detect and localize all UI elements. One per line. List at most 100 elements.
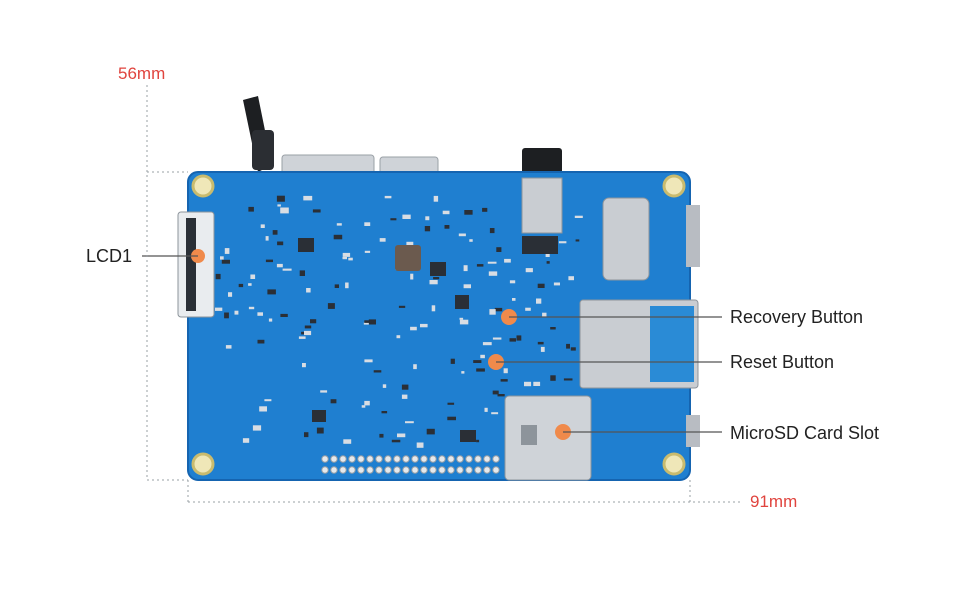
microsd-card-slot-label: MicroSD Card Slot bbox=[730, 423, 880, 443]
pcb-component bbox=[496, 247, 502, 252]
pcb-component bbox=[410, 273, 414, 280]
gpio-pin bbox=[357, 455, 365, 463]
pcb-component bbox=[363, 322, 369, 325]
chip bbox=[298, 238, 314, 252]
pcb-component bbox=[320, 390, 328, 393]
pcb-component bbox=[265, 259, 273, 263]
usb-cable-sleeve bbox=[252, 130, 274, 170]
chip bbox=[312, 410, 326, 422]
gpio-pin bbox=[420, 455, 428, 463]
gpio-pin bbox=[447, 455, 455, 463]
gpio-pin bbox=[420, 466, 428, 474]
pcb-component bbox=[537, 283, 545, 288]
pcb-component bbox=[343, 439, 352, 444]
pcb-component bbox=[516, 335, 522, 341]
pcb-component bbox=[487, 261, 497, 264]
side-button bbox=[686, 415, 700, 447]
pcb-component bbox=[267, 289, 276, 295]
mounting-hole-top-left bbox=[191, 174, 215, 198]
pcb-component bbox=[364, 320, 372, 323]
pcb-component bbox=[476, 439, 480, 443]
pcb-component bbox=[401, 384, 409, 390]
pcb-component bbox=[542, 312, 547, 318]
pcb-component bbox=[364, 222, 371, 226]
pcb-component bbox=[276, 263, 283, 268]
pcb-component bbox=[433, 195, 439, 202]
gpio-pin bbox=[438, 466, 446, 474]
gpio-pin bbox=[321, 455, 329, 463]
pcb-component bbox=[574, 215, 583, 218]
pcb-component bbox=[492, 337, 502, 340]
gpio-pin bbox=[339, 455, 347, 463]
gpio-pin bbox=[366, 466, 374, 474]
pcb-component bbox=[234, 310, 239, 315]
pcb-component bbox=[509, 280, 516, 284]
height-dimension-label: 56mm bbox=[118, 64, 166, 83]
lcd-connector-slot bbox=[186, 218, 196, 311]
gpio-pin bbox=[384, 466, 392, 474]
pcb-component bbox=[248, 306, 255, 310]
gpio-pin bbox=[474, 466, 482, 474]
pcb-component bbox=[276, 195, 285, 202]
pcb-component bbox=[221, 259, 230, 264]
gpio-pin bbox=[393, 455, 401, 463]
pcb-component bbox=[228, 292, 233, 297]
gpio-pin bbox=[429, 455, 437, 463]
gpio-pin bbox=[465, 466, 473, 474]
pcb-component bbox=[484, 407, 488, 412]
right-connectors bbox=[521, 177, 700, 447]
pcb-component bbox=[558, 241, 567, 244]
pcb-traces bbox=[215, 195, 583, 448]
pcb-component bbox=[327, 303, 335, 309]
pcb-component bbox=[381, 411, 388, 414]
pcb-component bbox=[252, 425, 262, 431]
dimension-lines bbox=[146, 85, 740, 503]
pcb-component bbox=[248, 283, 252, 286]
pcb-component bbox=[503, 368, 508, 374]
audio-connector-block bbox=[521, 177, 563, 234]
pcb-component bbox=[220, 256, 224, 260]
pcb-component bbox=[310, 319, 317, 324]
pcb-component bbox=[238, 283, 244, 288]
pcb-component bbox=[413, 364, 417, 370]
gpio-pin bbox=[411, 466, 419, 474]
gpio-pin bbox=[429, 466, 437, 474]
pcb-component bbox=[224, 248, 230, 254]
pcb-component bbox=[550, 375, 556, 381]
pcb-component bbox=[416, 442, 424, 448]
pcb-component bbox=[450, 358, 455, 364]
pcb-component bbox=[265, 236, 269, 241]
pcb-component bbox=[277, 241, 284, 246]
gpio-header bbox=[321, 455, 500, 474]
gpio-pin bbox=[492, 455, 500, 463]
pcb-component bbox=[304, 432, 309, 438]
microsd-slot bbox=[504, 395, 592, 481]
pcb-component bbox=[282, 268, 292, 271]
pcb-component bbox=[433, 277, 440, 280]
gpio-pin bbox=[483, 455, 491, 463]
audio-jack bbox=[522, 148, 562, 176]
pcb-component bbox=[215, 307, 223, 311]
pcb-component bbox=[459, 319, 469, 325]
pcb-component bbox=[426, 428, 435, 435]
pcb-component bbox=[425, 216, 430, 221]
pcb-component bbox=[494, 307, 503, 312]
pcb-component bbox=[298, 336, 306, 339]
pcb-component bbox=[563, 378, 573, 381]
pcb-component bbox=[348, 257, 353, 261]
pcb-component bbox=[224, 312, 229, 319]
pcb-component bbox=[509, 338, 516, 342]
lcd-label: LCD1 bbox=[86, 246, 133, 266]
pcb-component bbox=[488, 271, 498, 276]
pcb-component bbox=[299, 270, 305, 276]
pcb-component bbox=[345, 282, 349, 289]
vga-like-connector bbox=[602, 197, 650, 281]
gpio-pin bbox=[375, 455, 383, 463]
gpio-pin bbox=[330, 455, 338, 463]
width-dimension-label: 91mm bbox=[750, 492, 798, 511]
pcb-component bbox=[306, 288, 311, 293]
pcb-component bbox=[260, 224, 265, 228]
pcb-component bbox=[373, 370, 382, 373]
